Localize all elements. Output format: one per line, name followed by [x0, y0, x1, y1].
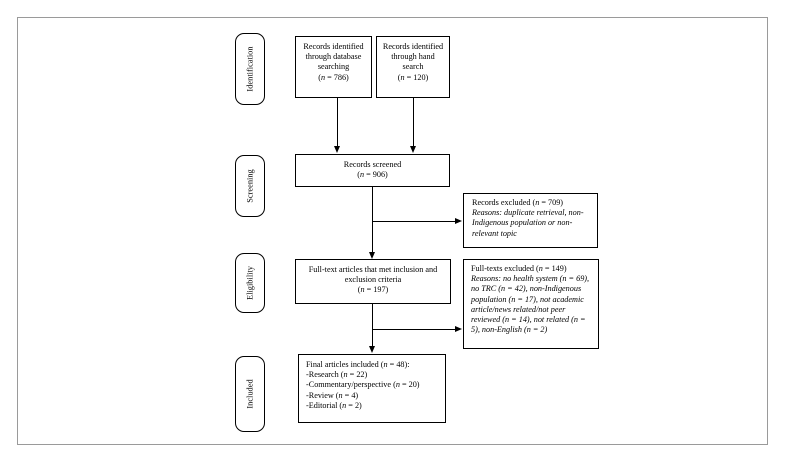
hand-line3: search — [402, 62, 424, 72]
arrow-database-head — [334, 146, 340, 153]
screened-line1: Records screened — [343, 160, 402, 169]
arrow-excluded-head — [455, 218, 462, 224]
arrow-hand-shaft — [413, 98, 414, 146]
database-line2: through database — [305, 52, 362, 62]
database-line1: Records identified — [303, 42, 364, 51]
records-database-box: Records identified through database sear… — [295, 36, 372, 98]
database-line3: searching — [317, 62, 350, 72]
records-excluded-box: Records excluded (n = 709) Reasons: dupl… — [463, 193, 598, 248]
stage-identification-label: Identification — [245, 46, 255, 92]
arrow-fulltext-head — [369, 346, 375, 353]
stage-screening: Screening — [235, 155, 265, 217]
final-count: Final articles included (n = 48): — [306, 360, 410, 369]
fulltext-excluded-count: Full-texts excluded (n = 149) — [471, 264, 567, 273]
final-articles-box: Final articles included (n = 48): -Resea… — [298, 354, 446, 423]
excluded-count: Records excluded (n = 709) — [472, 198, 564, 207]
arrow-fulltext-excluded-shaft — [372, 329, 455, 330]
arrow-fulltext-excluded-head — [455, 326, 462, 332]
arrow-hand-head — [410, 146, 416, 153]
arrow-screened-shaft — [372, 187, 373, 252]
final-item-editorial: -Editorial (n = 2) — [306, 400, 362, 410]
arrow-database-shaft — [337, 98, 338, 146]
records-hand-search-box: Records identified through hand search (… — [376, 36, 450, 98]
hand-line1: Records identified — [382, 42, 444, 51]
arrow-fulltext-shaft — [372, 304, 373, 346]
fulltext-excluded-box: Full-texts excluded (n = 149) Reasons: n… — [463, 259, 599, 349]
hand-count: (n = 120) — [397, 72, 429, 82]
fulltext-count: (n = 197) — [357, 285, 389, 295]
final-item-research: -Research (n = 22) — [306, 370, 368, 380]
database-count: (n = 786) — [318, 72, 349, 82]
arrow-screened-head — [369, 252, 375, 259]
figure-frame — [17, 17, 768, 445]
hand-line2: through hand — [391, 52, 435, 62]
fulltext-excluded-reasons: Reasons: no health system (n = 69), no T… — [471, 274, 590, 335]
records-screened-box: Records screened (n = 906) — [295, 154, 450, 187]
fulltext-line1: Full-text articles that met inclusion an… — [308, 265, 438, 274]
screened-count: (n = 906) — [357, 170, 388, 180]
excluded-reasons: Reasons: duplicate retrieval, non-Indige… — [472, 208, 584, 238]
stage-eligibility-label: Eligibility — [245, 266, 255, 300]
final-item-review: -Review (n = 4) — [306, 390, 359, 400]
fulltext-box: Full-text articles that met inclusion an… — [295, 259, 451, 304]
final-item-commentary: -Commentary/perspective (n = 20) — [306, 380, 420, 390]
stage-eligibility: Eligibility — [235, 253, 265, 313]
stage-included: Included — [235, 356, 265, 432]
arrow-excluded-shaft — [372, 221, 455, 222]
fulltext-line2: exclusion criteria — [344, 275, 402, 285]
stage-screening-label: Screening — [245, 169, 255, 203]
stage-identification: Identification — [235, 33, 265, 105]
stage-included-label: Included — [245, 379, 255, 409]
